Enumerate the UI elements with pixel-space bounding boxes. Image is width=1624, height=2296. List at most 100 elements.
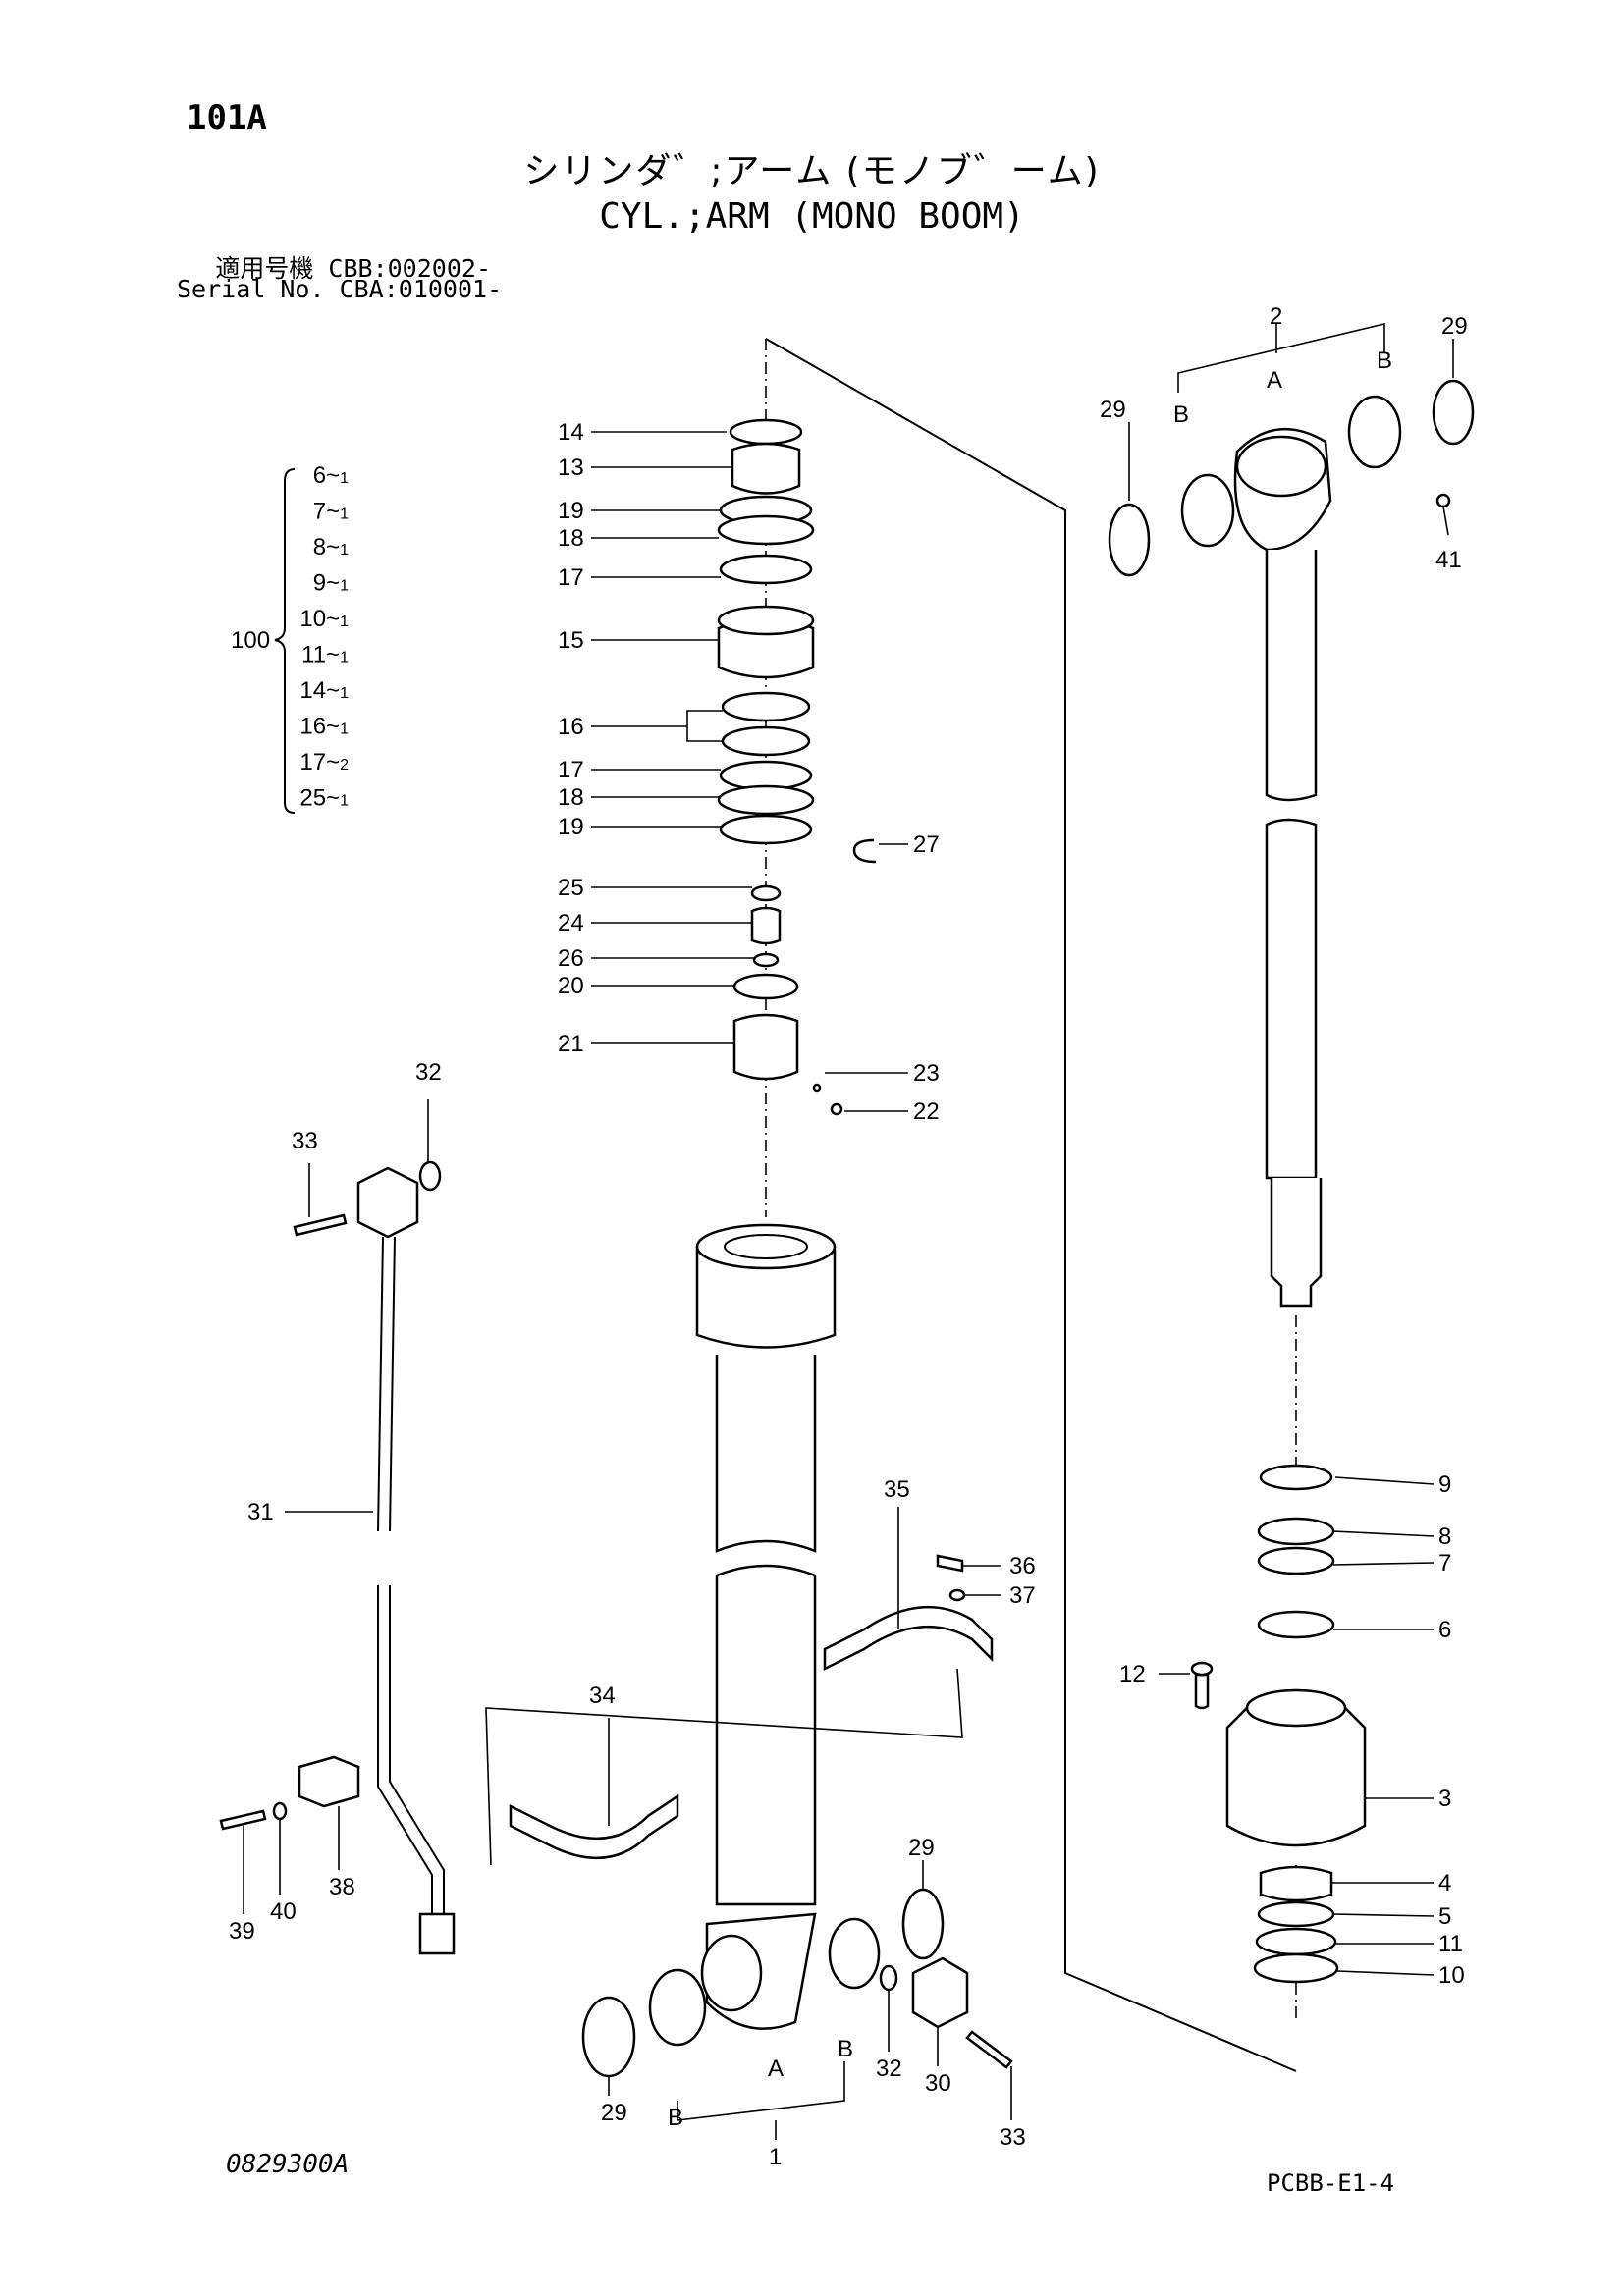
part-21-nut [732, 1013, 799, 1081]
title-japanese: シリンダ゛;アーム (モノブ゛ーム) [523, 151, 1101, 191]
clamps [485, 1554, 994, 1866]
callout-29-rod-left: 29 [1100, 397, 1126, 423]
kit-item: 7~1 [313, 499, 349, 525]
assembly-link-line [765, 338, 1297, 2072]
part-30-block [911, 1956, 969, 2029]
callout-6: 6 [1438, 1617, 1451, 1643]
callout-17b: 17 [558, 757, 584, 783]
callout-1: 1 [769, 2144, 782, 2170]
part-17-ring [719, 554, 813, 585]
callout-32-bottom: 32 [876, 2056, 902, 2082]
callout-23: 23 [913, 1060, 940, 1087]
kit-item-qty: 1 [340, 470, 349, 487]
pipe-upper-left [377, 1236, 384, 1532]
part-36-bolt [936, 1554, 964, 1573]
callout-29-left: 29 [601, 2100, 627, 2126]
part-23-ball [812, 1083, 822, 1093]
drawing-number: 0829300A [226, 2150, 350, 2179]
callout-14: 14 [558, 419, 584, 446]
part-29-seal-left [581, 1996, 636, 2078]
leader-5 [1332, 1913, 1435, 1917]
part-25-ring [750, 884, 782, 902]
kit-item: 8~1 [313, 534, 349, 561]
callout-19b: 19 [558, 814, 584, 840]
part-32-oring-bottom [879, 1964, 898, 1992]
tube-lower [715, 1564, 817, 1906]
callout-15: 15 [558, 627, 584, 654]
kit-item-qty: 1 [340, 685, 349, 702]
tube-head-bore [724, 1234, 808, 1259]
kit-item: 6~1 [313, 462, 349, 489]
callout-18: 18 [558, 525, 584, 552]
kit-number: 100 [231, 627, 270, 654]
tube-head-face [695, 1223, 837, 1270]
kit-item-qty: 1 [340, 542, 349, 559]
part-40-washer [272, 1801, 288, 1821]
part-22-screw [830, 1102, 843, 1116]
label-B-lower-left: B [668, 2105, 683, 2131]
part-26-ring [752, 952, 780, 968]
callout-34: 34 [589, 1682, 616, 1709]
page-id: 101A [187, 98, 267, 137]
part-6-ring [1257, 1610, 1335, 1639]
part-11-ring [1255, 1927, 1337, 1956]
kit-item: 11~1 [301, 642, 349, 668]
cylinder-head [1190, 1464, 1367, 1984]
callout-7: 7 [1438, 1550, 1451, 1576]
kit-brace [274, 468, 296, 814]
part-33-bolt-top [293, 1213, 348, 1237]
part-29-bushing-rod-right [1347, 395, 1402, 469]
leader-8 [1332, 1530, 1435, 1537]
kit-item: 14~1 [299, 677, 349, 704]
callout-13: 13 [558, 454, 584, 481]
callout-3: 3 [1438, 1786, 1451, 1812]
part-32-block-top [356, 1166, 419, 1239]
part-33-bolt-bottom [965, 2030, 1013, 2069]
callout-20: 20 [558, 973, 584, 999]
part-20-ring [732, 973, 799, 1000]
label-B-lower-right: B [838, 2036, 853, 2062]
piston-stack [717, 418, 877, 1116]
callout-8: 8 [1438, 1523, 1451, 1550]
callout-22: 22 [913, 1098, 940, 1125]
part-37-washer [948, 1588, 966, 1602]
leader-16 [591, 710, 723, 742]
part-19-ring-b [719, 814, 813, 845]
part-29-bushing-rod-left [1180, 473, 1235, 548]
bracket-A-B-lower [677, 2061, 845, 2121]
label-A-lower: A [768, 2056, 784, 2082]
pipe-upper-right [389, 1236, 396, 1532]
clamp-link-line [485, 1668, 963, 1866]
callout-4: 4 [1438, 1870, 1451, 1896]
callout-30: 30 [925, 2070, 951, 2097]
title-english: CYL.;ARM (MONO BOOM) [599, 196, 1025, 237]
kit-item-qty: 1 [340, 650, 349, 667]
callout-10: 10 [1438, 1962, 1465, 1989]
part-38-clamp [298, 1755, 360, 1808]
part-14-ring [729, 418, 803, 446]
callout-9: 9 [1438, 1471, 1451, 1498]
callout-33-top: 33 [292, 1128, 318, 1154]
callout-29-rod-right: 29 [1441, 313, 1468, 340]
pipe-lower-left [377, 1585, 433, 1914]
part-7-ring [1257, 1546, 1335, 1575]
part-29-seal-right [901, 1888, 945, 1960]
leader-7 [1332, 1562, 1435, 1566]
kit-item: 10~1 [299, 606, 349, 632]
part-13-bushing [731, 442, 801, 495]
piston-rod [1108, 322, 1475, 1308]
cylinder-tube [581, 1223, 945, 2140]
kit-item: 17~2 [299, 749, 349, 775]
callout-29-mid: 29 [908, 1835, 935, 1861]
label-B-upper-right: B [1377, 347, 1392, 374]
callout-36: 36 [1009, 1553, 1036, 1579]
callout-31: 31 [247, 1499, 274, 1525]
callout-39: 39 [229, 1918, 255, 1945]
callout-26: 26 [558, 945, 584, 972]
kit-item: 9~1 [313, 570, 349, 597]
rod-upper [1265, 550, 1318, 802]
kit-item-qty: 2 [340, 757, 349, 774]
callout-38: 38 [329, 1874, 355, 1900]
callout-16: 16 [558, 714, 584, 740]
